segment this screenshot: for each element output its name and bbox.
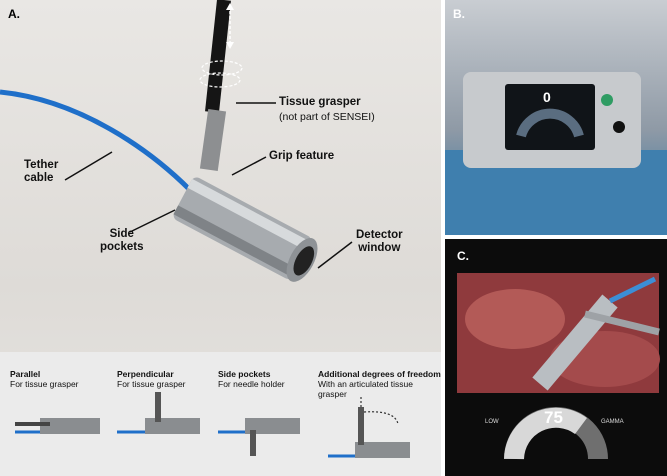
- panel-c-label: C.: [457, 249, 469, 263]
- console-screen-value: 0: [543, 89, 551, 105]
- panel-a-label: A.: [8, 7, 20, 21]
- grasper-jaw: [199, 109, 227, 171]
- probe-illustration: [0, 0, 353, 282]
- console-photo: [445, 72, 667, 235]
- callout-side-pockets: Side pockets: [100, 228, 144, 253]
- gamma-label: GAMMA: [601, 419, 624, 425]
- rotation-arrow-icon: [201, 60, 243, 76]
- side-pockets-diagram: [218, 418, 300, 456]
- surgical-view: [457, 273, 660, 460]
- panel-c: C. 75 LOW GAMMA: [445, 239, 667, 476]
- panel-b-label: B.: [453, 7, 465, 21]
- power-indicator-icon: [601, 94, 613, 106]
- panel-b: B. 0: [445, 0, 667, 235]
- connector-port-icon: [613, 121, 625, 133]
- probe-body: [173, 177, 318, 282]
- panel-a: A. Tissue grasper (not part of SENSEI) G…: [0, 0, 441, 476]
- callout-tissue-grasper-note: (not part of SENSEI): [279, 111, 375, 123]
- mode-diagrams: [15, 392, 410, 458]
- callout-tether-cable: Tether cable: [24, 159, 59, 184]
- dof-diagram: [328, 396, 410, 458]
- callout-grip-feature: Grip feature: [269, 150, 335, 162]
- perpendicular-diagram: [117, 392, 200, 434]
- grasper-shaft: [205, 0, 231, 113]
- detector-window: [293, 246, 315, 276]
- parallel-diagram: [15, 418, 100, 434]
- tether-cable: [0, 89, 192, 192]
- gamma-readout: 75: [544, 408, 563, 427]
- gamma-gauge-fill: [504, 407, 587, 460]
- callout-tissue-grasper: Tissue grasper: [279, 96, 361, 108]
- low-label: LOW: [485, 419, 499, 425]
- callout-detector-window: Detector window: [356, 229, 403, 254]
